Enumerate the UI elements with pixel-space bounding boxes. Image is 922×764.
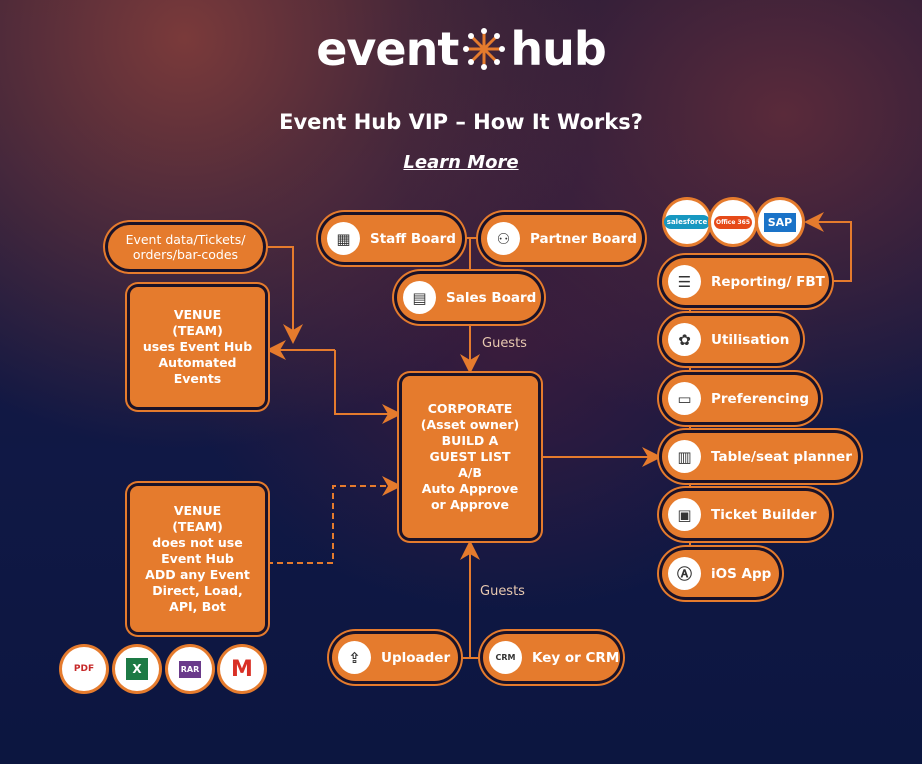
guests-label-top: Guests <box>482 336 527 351</box>
office365-logo: Office 365 <box>711 200 755 244</box>
crm-icon: CRM <box>489 641 522 674</box>
venue-not-using-box: VENUE (TEAM) does not use Event Hub ADD … <box>130 486 265 632</box>
sales-board-pill[interactable]: ▤ Sales Board <box>397 274 541 321</box>
partner-board-pill[interactable]: ⚇ Partner Board <box>481 215 642 262</box>
output-utilisation-pill[interactable]: ✿ Utilisation <box>662 316 800 363</box>
rar-text: RAR <box>178 660 202 678</box>
sap-logo: SAP <box>758 200 802 244</box>
learn-more-link[interactable]: Learn More <box>403 152 519 173</box>
staff-board-pill[interactable]: ▦ Staff Board <box>321 215 462 262</box>
crm-label: Key or CRM <box>532 649 620 666</box>
report-icon: ☰ <box>668 265 701 298</box>
excel-text: X <box>126 658 148 680</box>
whiteboard-icon: ▤ <box>403 281 436 314</box>
meeting-icon: ⚇ <box>487 222 520 255</box>
screen-icon: ▭ <box>668 382 701 415</box>
uploader-label: Uploader <box>381 649 451 666</box>
hands-icon: ✿ <box>668 323 701 356</box>
crm-pill[interactable]: CRM Key or CRM <box>483 634 620 681</box>
guests-label-bottom: Guests <box>480 584 525 599</box>
pdf-text: PDF <box>73 664 95 674</box>
gmail-text: M <box>231 656 253 682</box>
output-label: Preferencing <box>711 390 810 407</box>
output-label: Table/seat planner <box>711 448 852 465</box>
app-store-icon: Ⓐ <box>668 557 701 590</box>
output-reporting-pill[interactable]: ☰ Reporting/ FBT <box>662 258 829 305</box>
salesforce-text: salesforce <box>663 215 711 229</box>
logo-text-right: hub <box>510 22 606 76</box>
sales-board-label: Sales Board <box>446 289 537 306</box>
logo-burst-icon <box>463 28 506 70</box>
salesforce-logo: salesforce <box>663 200 711 244</box>
ticket-icon: ▣ <box>668 498 701 531</box>
output-preferencing-pill[interactable]: ▭ Preferencing <box>662 375 818 422</box>
presentation-icon: ▦ <box>327 222 360 255</box>
output-ticket-builder-pill[interactable]: ▣ Ticket Builder <box>662 491 829 538</box>
office365-text: Office 365 <box>713 215 753 229</box>
pdf-file-icon: PDF <box>62 647 106 691</box>
staff-board-label: Staff Board <box>370 230 456 247</box>
excel-file-icon: X <box>115 647 159 691</box>
output-label: Ticket Builder <box>711 506 817 523</box>
logo-text-left: event <box>316 22 459 76</box>
output-label: Utilisation <box>711 331 790 348</box>
gmail-icon: M <box>220 647 264 691</box>
output-label: Reporting/ FBT <box>711 273 825 290</box>
table-icon: ▥ <box>668 440 701 473</box>
venue-uses-eventhub-box: VENUE (TEAM) uses Event Hub Automated Ev… <box>130 287 265 407</box>
corporate-box: CORPORATE (Asset owner) BUILD A GUEST LI… <box>402 376 538 538</box>
page-title: Event Hub VIP – How It Works? <box>279 110 643 134</box>
winrar-file-icon: RAR <box>168 647 212 691</box>
uploader-pill[interactable]: ⇪ Uploader <box>332 634 458 681</box>
upload-icon: ⇪ <box>338 641 371 674</box>
output-table-planner-pill[interactable]: ▥ Table/seat planner <box>662 433 858 480</box>
output-label: iOS App <box>711 565 772 582</box>
event-data-box: Event data/Tickets/ orders/bar-codes <box>108 225 263 269</box>
event-hub-logo: event hub <box>0 22 922 76</box>
sap-text: SAP <box>763 212 797 232</box>
partner-board-label: Partner Board <box>530 230 637 247</box>
